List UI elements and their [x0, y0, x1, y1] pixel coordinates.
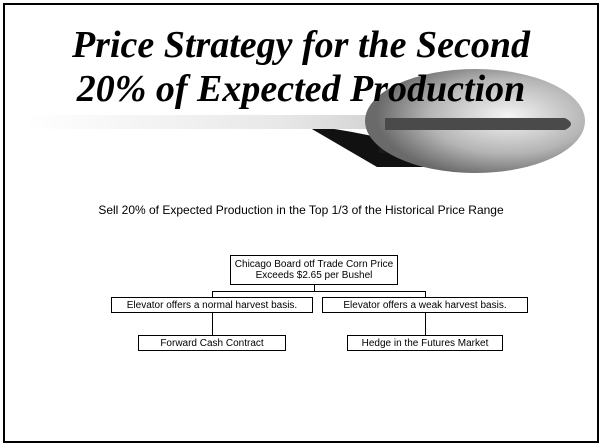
right-condition-label: Elevator offers a weak harvest basis. [343, 299, 507, 311]
right-condition-node: Elevator offers a weak harvest basis. [322, 297, 528, 313]
left-action-node: Forward Cash Contract [138, 335, 286, 351]
connector-right-down [425, 291, 426, 297]
subtitle: Sell 20% of Expected Production in the T… [98, 203, 504, 217]
slide: Price Strategy for the Second 20% of Exp… [3, 3, 599, 443]
root-node-line-1: Chicago Board otf Trade Corn Price [234, 259, 394, 270]
left-condition-label: Elevator offers a normal harvest basis. [126, 299, 298, 311]
connector-right-action [425, 313, 426, 335]
root-node: Chicago Board otf Trade Corn Price Excee… [230, 255, 398, 285]
right-action-label: Hedge in the Futures Market [361, 337, 489, 349]
right-action-node: Hedge in the Futures Market [347, 335, 503, 351]
swoosh-tip [385, 118, 571, 130]
connector-left-action [212, 313, 213, 335]
connector-horizontal [212, 291, 426, 292]
root-node-line-2: Exceeds $2.65 per Bushel [255, 270, 373, 281]
left-action-label: Forward Cash Contract [160, 337, 264, 349]
title-line-2: 20% of Expected Production [76, 68, 526, 110]
connector-root-down [314, 285, 315, 291]
title-line-1: Price Strategy for the Second [71, 24, 531, 66]
left-condition-node: Elevator offers a normal harvest basis. [111, 297, 313, 313]
title-decoration [25, 69, 585, 173]
connector-left-down [212, 291, 213, 297]
